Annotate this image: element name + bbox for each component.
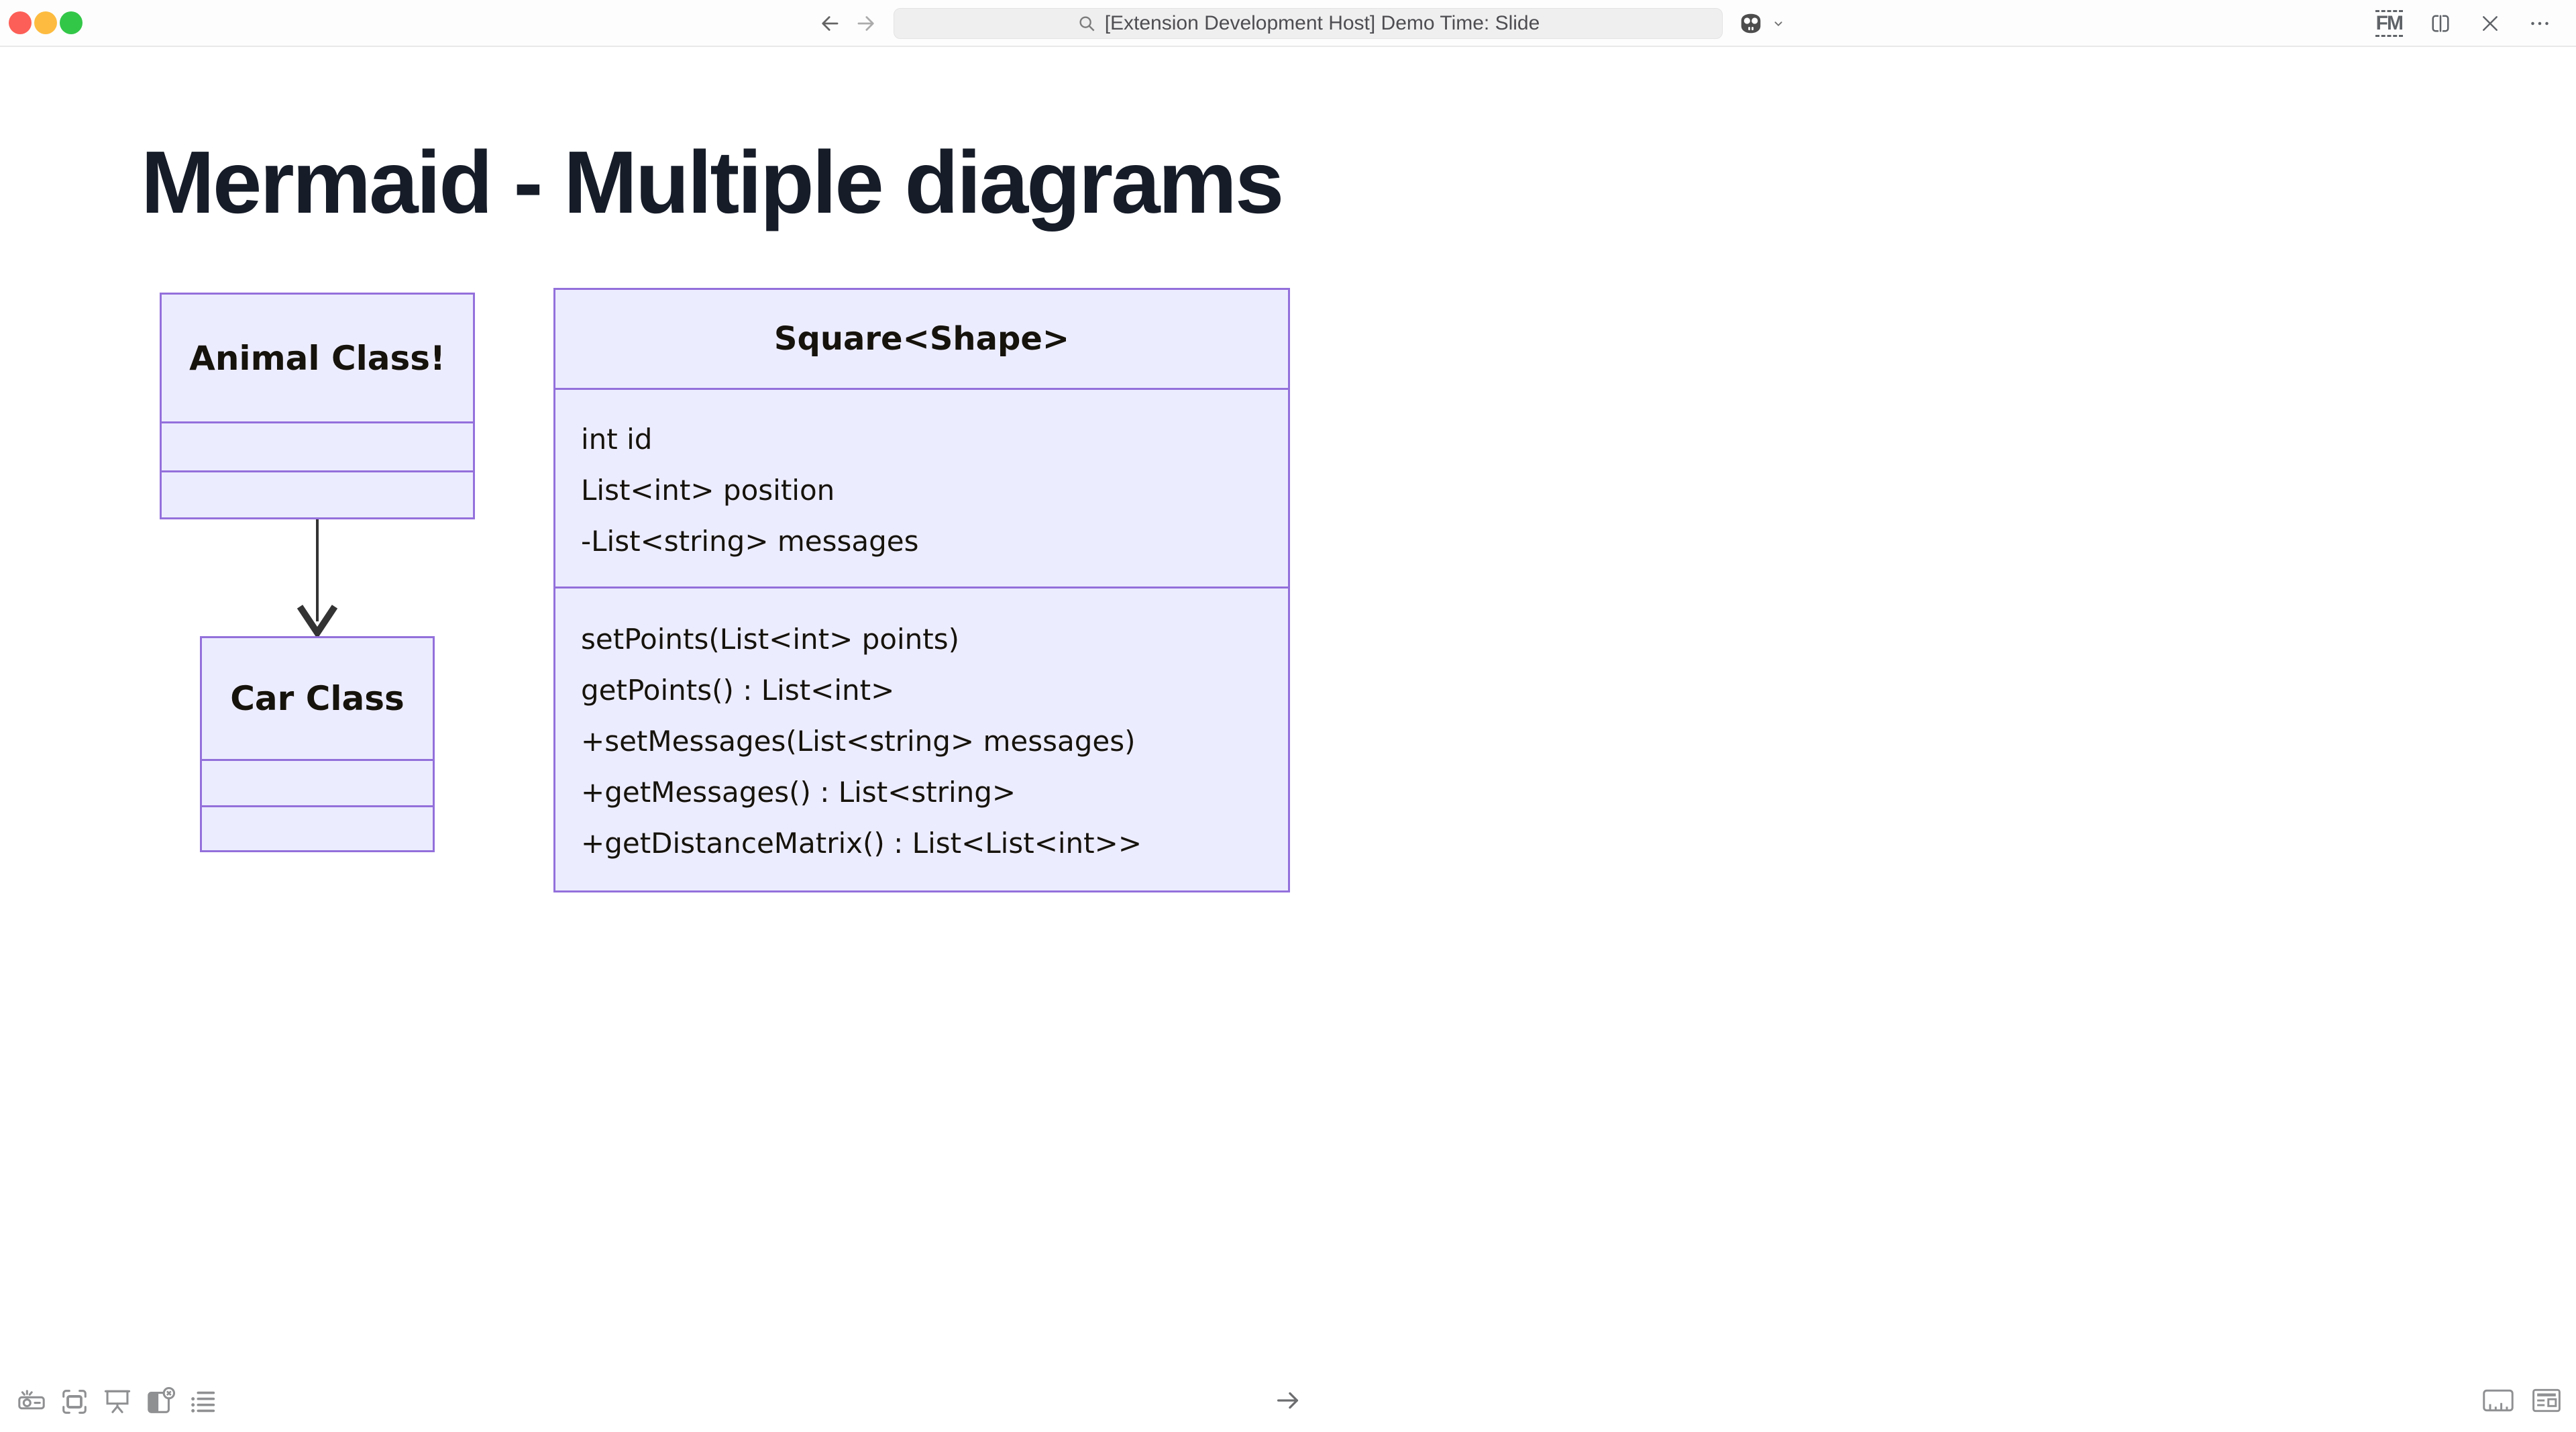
class-methods-section [202, 807, 433, 850]
projector-icon [18, 1390, 45, 1410]
projector-button[interactable] [16, 1386, 47, 1417]
class-attributes-section: int id List<int> position -List<string> … [555, 390, 1288, 589]
class-methods-section [162, 472, 473, 517]
presentation-screen-button[interactable] [102, 1386, 133, 1417]
layout-button[interactable] [2530, 1386, 2563, 1415]
class-node-square: Square<Shape> int id List<int> position … [553, 288, 1290, 892]
panel-close-button[interactable] [145, 1386, 176, 1417]
slide-heading: Mermaid - Multiple diagrams [141, 133, 1284, 232]
titlebar: [Extension Development Host] Demo Time: … [0, 0, 2576, 47]
back-arrow-icon [822, 16, 839, 31]
class-attributes-section [162, 423, 473, 472]
class-node-car: Car Class [200, 636, 435, 852]
slide-list-button[interactable] [188, 1386, 219, 1417]
timeline-button[interactable] [2482, 1386, 2514, 1415]
zoom-frame-button[interactable] [59, 1386, 90, 1417]
attribute-line: -List<string> messages [581, 525, 919, 558]
titlebar-right-actions: FM [2375, 0, 2552, 47]
close-editor-button[interactable] [2478, 11, 2502, 36]
minimize-window-button[interactable] [34, 11, 57, 34]
history-forward-button[interactable] [853, 11, 879, 36]
close-icon [2483, 16, 2498, 31]
method-line: setPoints(List<int> points) [581, 623, 960, 656]
list-icon [191, 1391, 215, 1413]
class-attributes-section [202, 761, 433, 807]
class-methods-section: setPoints(List<int> points) getPoints() … [555, 589, 1288, 890]
presentation-screen-icon [104, 1390, 131, 1413]
panel-close-icon [148, 1386, 176, 1413]
more-actions-icon [2531, 21, 2548, 25]
zoom-window-button[interactable] [60, 11, 83, 34]
split-editor-icon [2432, 15, 2449, 32]
toolbar-right-group [2482, 1386, 2563, 1415]
command-center[interactable]: [Extension Development Host] Demo Time: … [894, 8, 1723, 39]
attribute-line: int id [581, 423, 653, 456]
class-name-car: Car Class [202, 638, 433, 761]
next-slide-arrow-icon [1277, 1392, 1299, 1409]
attribute-line: List<int> position [581, 474, 835, 507]
copilot-menu-button[interactable] [1736, 9, 1786, 38]
class-node-animal: Animal Class! [160, 293, 475, 519]
class-name-animal: Animal Class! [162, 295, 473, 423]
method-line: getPoints() : List<int> [581, 674, 895, 707]
copilot-icon [1741, 13, 1761, 34]
method-line: +getMessages() : List<string> [581, 776, 1016, 809]
class-name-square: Square<Shape> [555, 290, 1288, 390]
toolbar-left-group [16, 1386, 219, 1417]
forward-arrow-icon [857, 16, 874, 31]
chevron-down-icon [1774, 21, 1782, 27]
window-title: [Extension Development Host] Demo Time: … [1104, 12, 1540, 34]
split-editor-button[interactable] [2428, 11, 2453, 36]
method-line: +getDistanceMatrix() : List<List<int>> [581, 827, 1142, 860]
fm-editor-indicator[interactable]: FM [2375, 10, 2404, 37]
layout-icon [2532, 1388, 2561, 1413]
more-actions-button[interactable] [2528, 11, 2552, 36]
close-window-button[interactable] [9, 11, 32, 34]
timeline-icon [2483, 1389, 2514, 1412]
method-line: +setMessages(List<string> messages) [581, 725, 1136, 758]
search-icon [1077, 13, 1097, 34]
history-back-button[interactable] [817, 11, 843, 36]
relation-arrow [297, 519, 338, 636]
next-slide-button[interactable] [1273, 1385, 1303, 1416]
zoom-frame-icon [62, 1390, 87, 1414]
